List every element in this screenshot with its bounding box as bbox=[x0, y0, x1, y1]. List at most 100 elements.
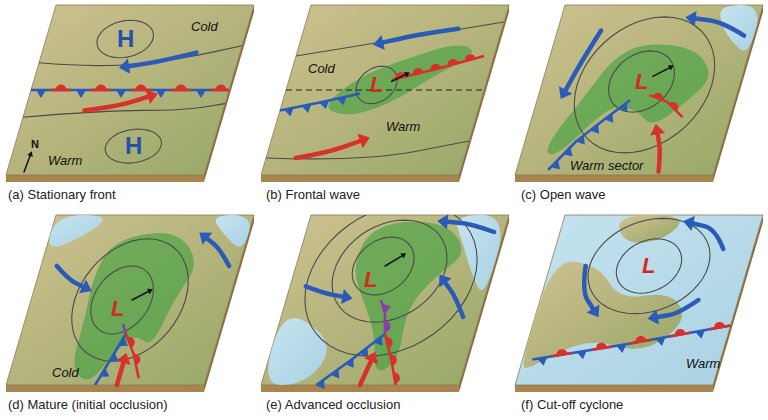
air-mass-label: Warm sector bbox=[570, 159, 643, 174]
warm-front-symbol bbox=[413, 68, 424, 75]
warm-front bbox=[649, 95, 682, 117]
cold-front-symbol bbox=[360, 347, 369, 356]
cold-front-symbol bbox=[656, 337, 666, 346]
warm-air-arrow bbox=[658, 134, 660, 171]
panel-content bbox=[266, 22, 504, 159]
warm-front-symbol bbox=[669, 102, 678, 111]
cold-front-symbol bbox=[36, 90, 46, 98]
panel-content bbox=[23, 20, 242, 163]
cold-front-symbol bbox=[590, 124, 599, 133]
precipitation-area bbox=[329, 46, 472, 115]
cold-air-arrow bbox=[693, 224, 723, 250]
cold-front-symbol bbox=[302, 104, 312, 113]
cold-front-symbol bbox=[196, 90, 206, 98]
dashed-reference-line bbox=[286, 89, 484, 90]
air-mass-label: Cold bbox=[308, 62, 335, 77]
motion-arrow bbox=[653, 68, 669, 77]
occluded-front bbox=[123, 324, 126, 334]
cold-air-arrow-head bbox=[373, 35, 385, 50]
air-mass-label: Warm bbox=[686, 357, 720, 372]
cold-front-symbol bbox=[116, 90, 126, 98]
cold-air-arrow-head bbox=[559, 86, 572, 99]
isobar bbox=[356, 66, 397, 103]
cold-air-arrow-head bbox=[683, 216, 695, 231]
panel-edge bbox=[515, 175, 713, 182]
isobar bbox=[72, 239, 188, 361]
panel-ground bbox=[261, 5, 509, 175]
air-mass-label: Cold bbox=[52, 366, 79, 381]
warm-air-arrow bbox=[84, 97, 147, 111]
precipitation-area bbox=[548, 44, 709, 154]
warm-air-arrow-head bbox=[364, 352, 378, 365]
panel-ground bbox=[6, 215, 254, 385]
isobar bbox=[91, 266, 154, 334]
cold-air-arrow bbox=[445, 283, 463, 317]
isobar bbox=[305, 203, 477, 356]
warm-front-symbol bbox=[448, 59, 459, 66]
cold-front-symbol bbox=[616, 344, 626, 353]
warm-air-arrow-head bbox=[358, 134, 370, 148]
warm-front-symbol bbox=[96, 85, 107, 91]
panel-content bbox=[268, 203, 500, 385]
cold-air-arrow bbox=[207, 239, 229, 266]
warm-air-arrow bbox=[296, 141, 360, 158]
panel-caption: (a) Stationary front bbox=[8, 188, 116, 203]
low-pressure-symbol: L bbox=[370, 72, 383, 97]
cold-air-arrow-head bbox=[587, 304, 600, 317]
warm-air-arrow bbox=[117, 363, 124, 385]
precipitation-area bbox=[75, 233, 194, 379]
cold-air-arrow bbox=[658, 300, 699, 317]
warm-front-symbol bbox=[56, 85, 67, 91]
warm-front-symbol bbox=[675, 329, 686, 336]
motion-arrow-head bbox=[147, 289, 153, 294]
low-pressure-symbol: L bbox=[364, 267, 377, 292]
north-label: N bbox=[31, 138, 39, 151]
warm-front-symbol bbox=[385, 321, 391, 332]
cold-air-arrow bbox=[383, 29, 458, 43]
air-mass-label: Warm bbox=[48, 154, 82, 169]
warm-front-symbol bbox=[216, 85, 227, 91]
cold-front bbox=[280, 93, 360, 110]
cold-air-arrow-head bbox=[437, 214, 448, 229]
low-pressure-symbol: L bbox=[635, 69, 648, 94]
warm-front-symbol bbox=[557, 349, 568, 355]
motion-arrow bbox=[391, 75, 405, 82]
isobar bbox=[266, 141, 469, 159]
panel-ground bbox=[515, 5, 763, 175]
warm-front-symbol bbox=[636, 336, 647, 342]
water-area bbox=[216, 215, 250, 247]
motion-arrow-head bbox=[668, 65, 674, 70]
panel-caption: (c) Open wave bbox=[521, 188, 606, 203]
isobar bbox=[588, 218, 710, 313]
panel-caption: (f) Cut-off cyclone bbox=[521, 398, 623, 413]
air-mass-label: Cold bbox=[191, 20, 218, 35]
isobar bbox=[352, 237, 414, 295]
cold-front-symbol bbox=[374, 336, 383, 345]
warm-front-symbol bbox=[134, 354, 141, 365]
cold-air-arrow bbox=[306, 286, 343, 296]
cold-front-symbol bbox=[537, 357, 547, 366]
panel-edge bbox=[6, 385, 204, 392]
water-area bbox=[268, 318, 327, 385]
cold-front-symbol bbox=[551, 160, 560, 169]
cold-air-arrow bbox=[584, 266, 593, 309]
cold-front-symbol bbox=[604, 113, 613, 122]
cold-air-arrow bbox=[129, 53, 196, 67]
warm-front-symbol bbox=[653, 93, 664, 101]
motion-arrow-head bbox=[400, 253, 406, 258]
warm-front-symbol bbox=[394, 373, 400, 384]
cold-air-arrow-head bbox=[341, 289, 353, 304]
panel-edge bbox=[6, 175, 204, 182]
cold-front-symbol bbox=[382, 304, 391, 314]
cold-front-symbol bbox=[76, 90, 86, 98]
cold-air-arrow-head bbox=[439, 275, 451, 288]
cold-front-symbol bbox=[345, 358, 354, 367]
isobar bbox=[616, 239, 681, 293]
warm-front-symbol bbox=[176, 85, 187, 91]
warm-front-symbol bbox=[391, 355, 397, 366]
north-arrow bbox=[24, 156, 30, 172]
cold-front-symbol bbox=[319, 100, 329, 109]
cold-front-symbol bbox=[695, 330, 705, 339]
